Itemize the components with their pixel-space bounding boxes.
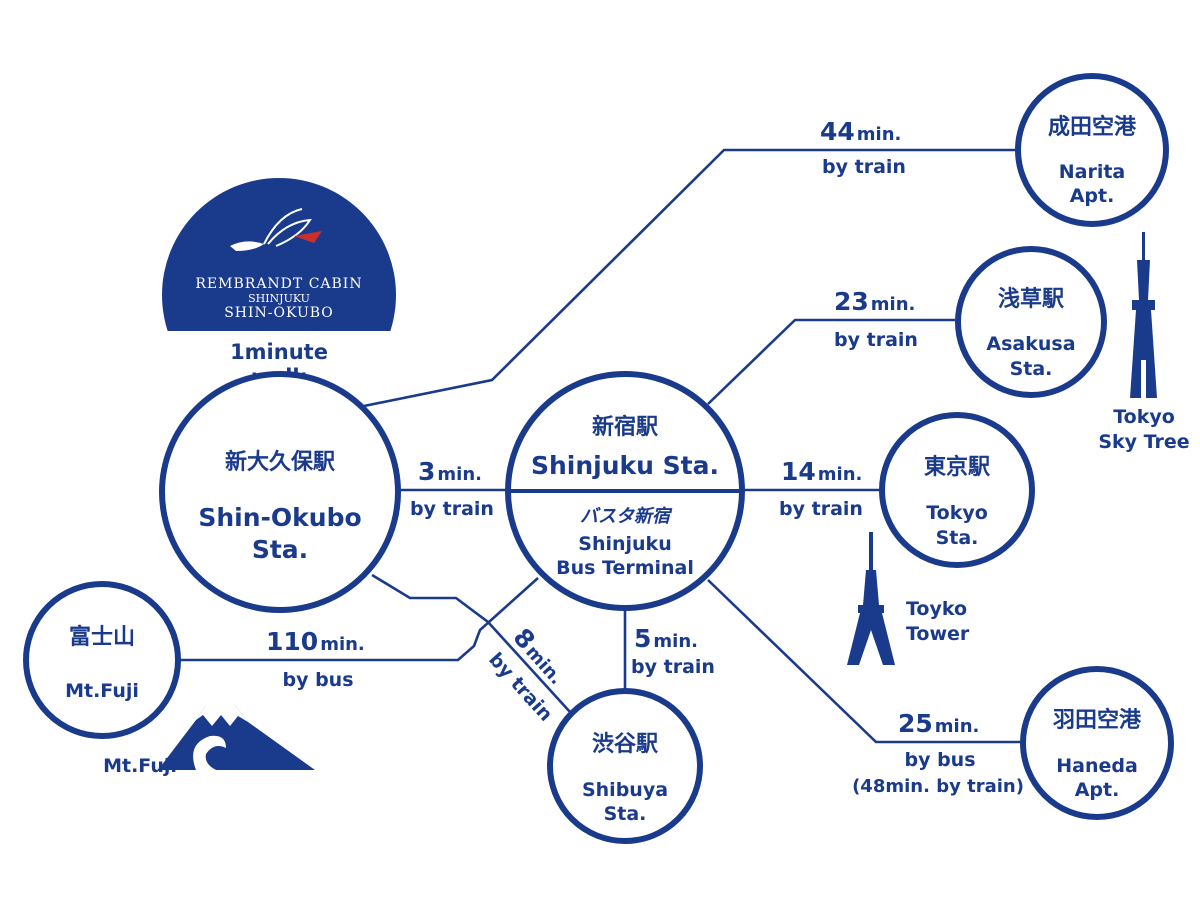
- station-haneda-en-line2: Apt.: [1075, 779, 1120, 801]
- station-haneda-jp: 羽田空港: [1053, 707, 1142, 733]
- station-asakusa-en-line2: Sta.: [1010, 358, 1053, 380]
- sky-tree-label-line1: Tokyo: [1113, 406, 1175, 428]
- station-fuji-jp: 富士山: [69, 624, 135, 650]
- walk-label-line1: 1minute: [230, 340, 328, 364]
- station-haneda: 羽田空港 Haneda Apt.: [1020, 666, 1174, 820]
- route-tokyo-unit: min.: [818, 464, 863, 485]
- route-haneda-unit: min.: [935, 716, 980, 737]
- line-shin-okubo-shibuya: [371, 573, 571, 713]
- route-narita-mode: by train: [822, 156, 906, 178]
- hotel-pin: REMBRANDT CABIN SHINJUKU SHIN-OKUBO 1min…: [162, 178, 396, 430]
- fuji-landmark-label: Mt.Fuji: [103, 755, 177, 777]
- route-shibuya-vert-minutes: 5: [634, 624, 651, 653]
- station-tokyo-en-line2: Sta.: [936, 527, 979, 549]
- station-narita-en-line1: Narita: [1059, 161, 1126, 183]
- station-narita-jp: 成田空港: [1048, 114, 1137, 140]
- station-shin-okubo: 新大久保駅 Shin-Okubo Sta.: [159, 371, 401, 613]
- station-tokyo: 東京駅 Tokyo Sta.: [879, 412, 1035, 568]
- station-fuji: 富士山 Mt.Fuji: [23, 581, 181, 739]
- hotel-brand: REMBRANDT CABIN: [195, 276, 362, 292]
- route-haneda-mode: by bus: [904, 749, 975, 771]
- station-narita-en-line2: Apt.: [1070, 185, 1115, 207]
- route-shinjuku-unit: min.: [437, 464, 482, 485]
- hotel-area: SHINJUKU: [248, 292, 310, 305]
- hotel-name: SHIN-OKUBO: [224, 305, 334, 321]
- sky-tree-label-line2: Sky Tree: [1098, 431, 1189, 453]
- tokyo-sky-tree-icon: [1130, 232, 1157, 398]
- route-haneda-note: (48min. by train): [852, 776, 1024, 797]
- route-haneda-minutes: 25: [898, 709, 933, 738]
- route-shibuya-vert-unit: min.: [653, 631, 698, 652]
- station-shibuya: 渋谷駅 Shibuya Sta.: [547, 688, 703, 844]
- station-haneda-en-line1: Haneda: [1056, 755, 1138, 777]
- station-asakusa: 浅草駅 Asakusa Sta.: [955, 246, 1107, 398]
- station-tokyo-jp: 東京駅: [924, 454, 990, 480]
- bus-terminal-jp: バスタ新宿: [580, 506, 673, 527]
- station-shibuya-en-line1: Shibuya: [582, 779, 668, 801]
- route-shinjuku-minutes: 3: [418, 457, 435, 486]
- route-asakusa-unit: min.: [871, 294, 916, 315]
- station-shibuya-jp: 渋谷駅: [592, 731, 658, 757]
- tokyo-tower-label-line2: Tower: [906, 623, 970, 645]
- route-tokyo-mode: by train: [779, 498, 863, 520]
- station-asakusa-jp: 浅草駅: [998, 286, 1064, 312]
- line-narita: [363, 148, 1018, 408]
- route-asakusa-mode: by train: [834, 329, 918, 351]
- station-fuji-en: Mt.Fuji: [65, 680, 139, 702]
- line-haneda: [707, 579, 1022, 744]
- station-shin-okubo-jp: 新大久保駅: [225, 449, 335, 475]
- mount-fuji-icon: [158, 705, 315, 770]
- rembrandt-logo-icon: [230, 208, 322, 251]
- station-shin-okubo-en-line1: Shin-Okubo: [198, 503, 361, 532]
- station-shin-okubo-en-line2: Sta.: [252, 535, 308, 564]
- line-fuji: [178, 577, 539, 662]
- station-asakusa-en-line1: Asakusa: [986, 333, 1075, 355]
- tokyo-tower-icon: [847, 532, 895, 665]
- tokyo-tower-label-line1: Toyko: [906, 598, 967, 620]
- route-tokyo-minutes: 14: [781, 457, 816, 486]
- route-shinjuku-mode: by train: [410, 498, 494, 520]
- station-narita: 成田空港 Narita Apt.: [1015, 73, 1169, 227]
- station-shinjuku-en: Shinjuku Sta.: [531, 451, 719, 480]
- station-shinjuku-jp: 新宿駅: [592, 414, 658, 440]
- route-fuji-unit: min.: [320, 634, 365, 655]
- route-fuji-mode: by bus: [282, 669, 353, 691]
- bus-terminal-en-line2: Bus Terminal: [556, 557, 694, 579]
- station-tokyo-en-line1: Tokyo: [926, 502, 988, 524]
- route-shibuya-vert-mode: by train: [631, 656, 715, 678]
- bus-terminal-en-line1: Shinjuku: [578, 533, 671, 555]
- route-narita-minutes: 44: [820, 117, 855, 146]
- route-narita-unit: min.: [857, 124, 902, 145]
- route-asakusa-minutes: 23: [834, 287, 869, 316]
- line-asakusa: [707, 318, 955, 405]
- route-fuji-minutes: 110: [266, 627, 318, 656]
- station-shibuya-en-line2: Sta.: [604, 803, 647, 825]
- route-lines: [178, 148, 1022, 744]
- station-shinjuku: 新宿駅 Shinjuku Sta. バスタ新宿 Shinjuku Bus Ter…: [505, 371, 745, 611]
